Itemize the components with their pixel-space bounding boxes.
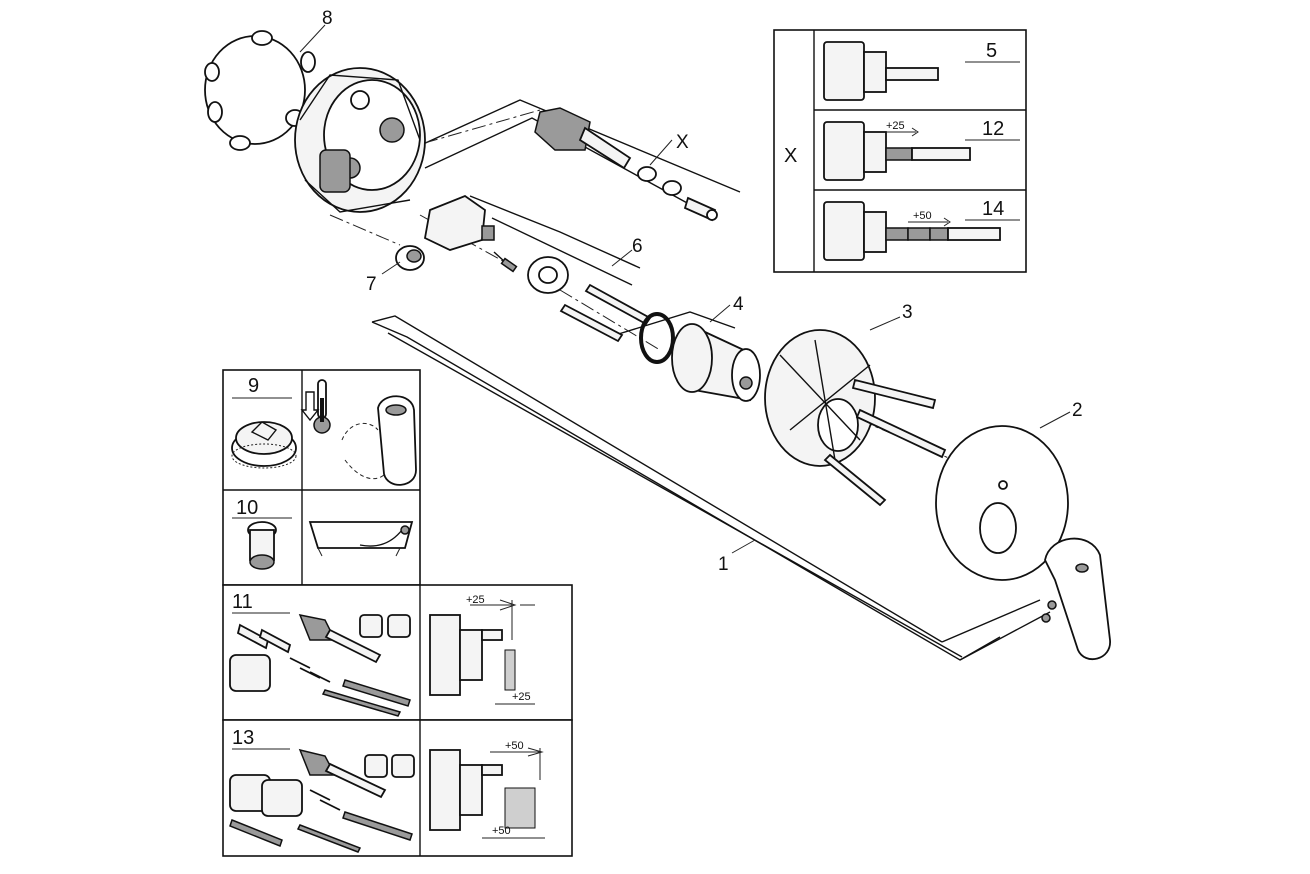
bathtub-cell [308, 521, 414, 557]
callout-6: 6 [632, 236, 643, 257]
accessory-11-cell: 11 [229, 591, 411, 717]
extension-spindle-part [534, 107, 718, 222]
accessory-9-number: 9 [248, 375, 259, 397]
accessory-11-dim-bottom: +25 [512, 691, 531, 703]
lever-handle-part [1041, 537, 1111, 660]
accessory-9-cell: 9 [231, 375, 297, 469]
callout-4: 4 [733, 294, 744, 315]
variant-5-number: 5 [986, 40, 997, 62]
accessories-grid: 9 10 [222, 369, 573, 857]
thermostat-lever-cell [300, 379, 417, 486]
variant-12-dim: +25 [886, 120, 905, 132]
accessory-13-dim-top: +50 [505, 740, 524, 752]
accessory-11-number: 11 [232, 591, 253, 613]
variant-12-number: 12 [982, 118, 1004, 140]
callout-7: 7 [366, 274, 377, 295]
accessory-13-dimension-cell: +50 +50 [429, 740, 545, 839]
variant-14-dim: +50 [913, 210, 932, 222]
clamp-ring-and-screws-part [527, 256, 652, 343]
cartridge-part [423, 194, 518, 273]
cover-rosette-part [935, 425, 1069, 581]
o-ring-part [639, 312, 675, 364]
callout-x: X [676, 132, 689, 153]
accessory-13-cell: 13 [229, 727, 415, 853]
accessory-11-dim-top: +25 [466, 594, 485, 606]
mounting-backplate-part [764, 329, 947, 507]
callout-leader-lines [299, 24, 1071, 554]
variant-x-label: X [784, 145, 797, 167]
callout-8: 8 [322, 8, 333, 29]
variant-row-12: +25 12 [823, 118, 1020, 181]
accessory-11-dimension-cell: +25 +25 [429, 594, 535, 705]
variant-options-box: X 5 +25 12 [773, 29, 1027, 273]
variant-14-number: 14 [982, 198, 1004, 220]
accessory-13-dim-bottom: +50 [492, 825, 511, 837]
adapter-nut-part [395, 245, 425, 271]
callout-2: 2 [1072, 400, 1083, 421]
valve-body-housing [294, 67, 426, 213]
callout-1: 1 [718, 554, 729, 575]
accessory-10-cell: 10 [232, 497, 292, 570]
accessory-13-number: 13 [232, 727, 254, 749]
variant-row-5: 5 [823, 40, 1020, 101]
variant-row-14: +50 14 [823, 198, 1020, 261]
accessory-10-number: 10 [236, 497, 258, 519]
extension-sleeve-part [671, 323, 761, 402]
callout-3: 3 [902, 302, 913, 323]
